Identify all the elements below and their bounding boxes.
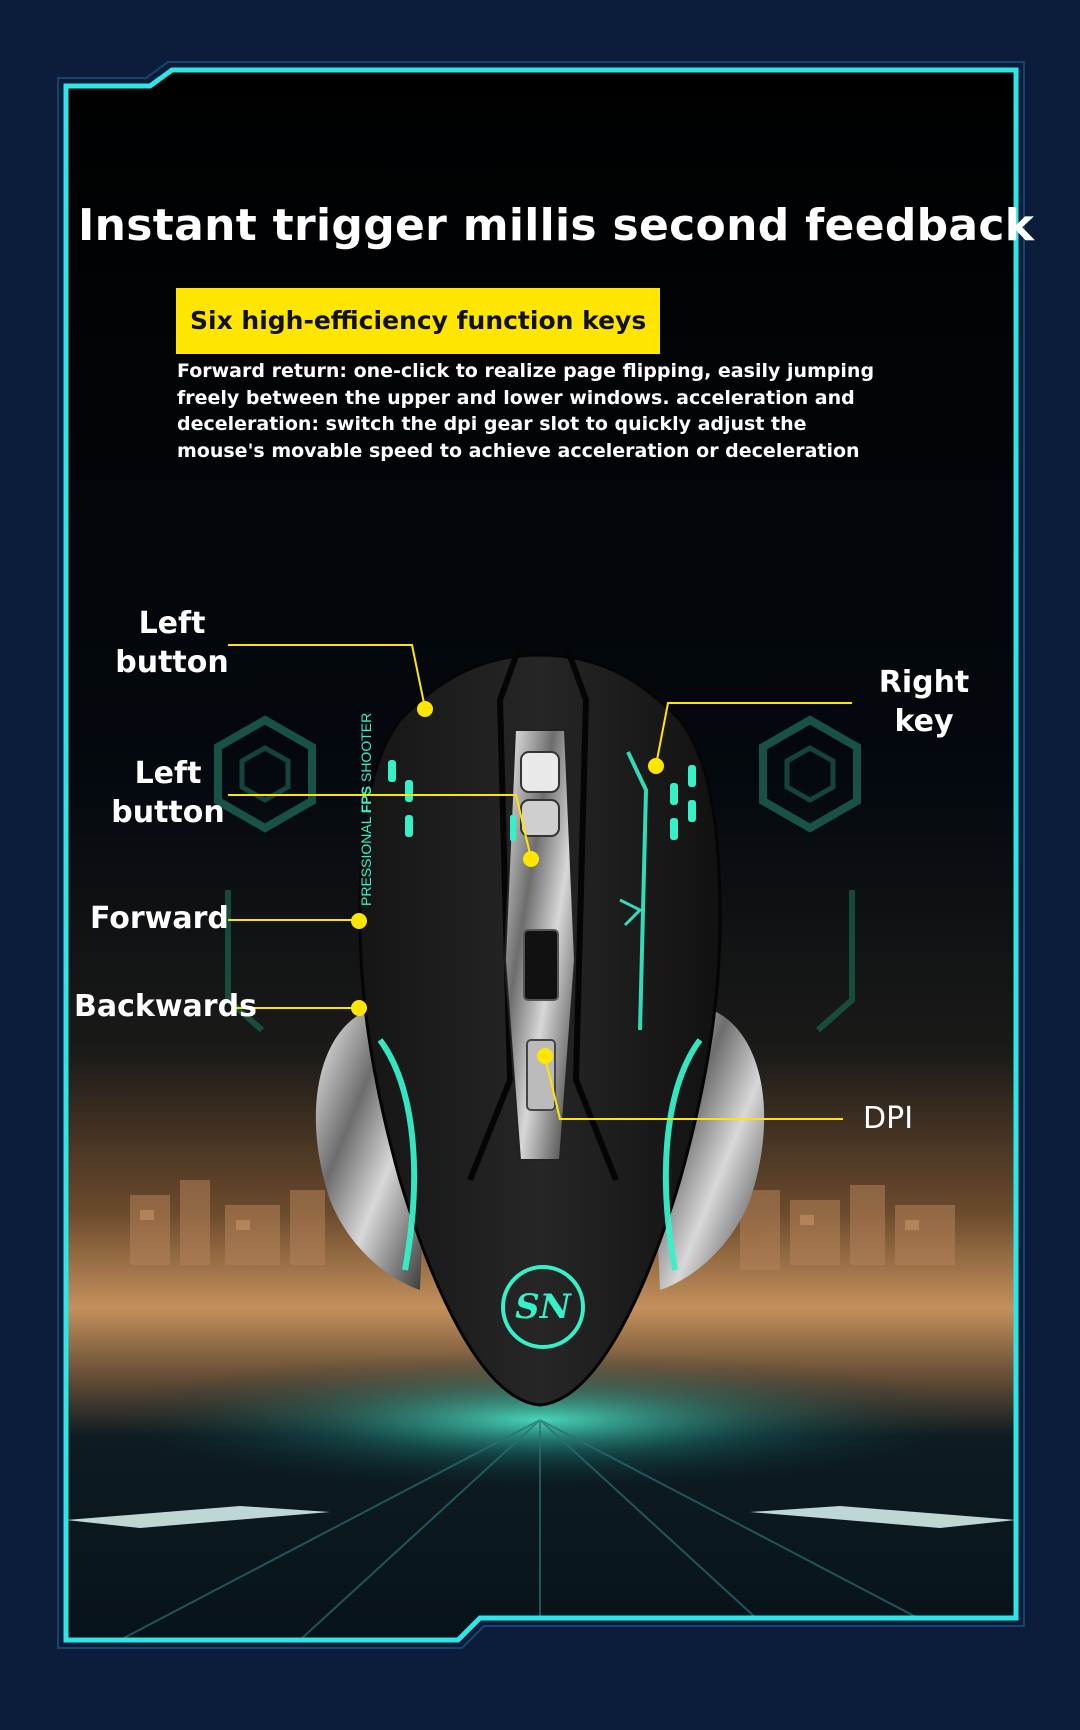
callout-right-key: Right key xyxy=(860,663,988,741)
callout-backwards: Backwards xyxy=(74,989,257,1024)
callout-left-button-top-label: Left button xyxy=(115,606,229,680)
mouse-side-text-2: FPS xyxy=(358,785,374,814)
callout-left-button-top: Left button xyxy=(108,604,236,682)
mouse-side-text-3: SHOOTER xyxy=(358,712,374,783)
callout-right-key-label: Right key xyxy=(878,665,970,739)
page-title: Instant trigger millis second feedback xyxy=(78,200,1035,251)
callout-forward: Forward xyxy=(90,901,229,936)
feature-description: Forward return: one-click to realize pag… xyxy=(177,360,875,462)
mouse-logo-text: SN xyxy=(515,1287,571,1327)
mouse-side-text: PRESSIONAL FPS SHOOTER xyxy=(358,706,382,906)
callout-left-button-middle-label: Left button xyxy=(111,756,225,830)
mouse-side-text-1: PRESSIONAL xyxy=(358,817,374,906)
callout-left-button-middle: Left button xyxy=(104,754,232,832)
callout-dpi: DPI xyxy=(863,1101,914,1136)
feature-badge: Six high-efficiency function keys xyxy=(176,288,661,354)
